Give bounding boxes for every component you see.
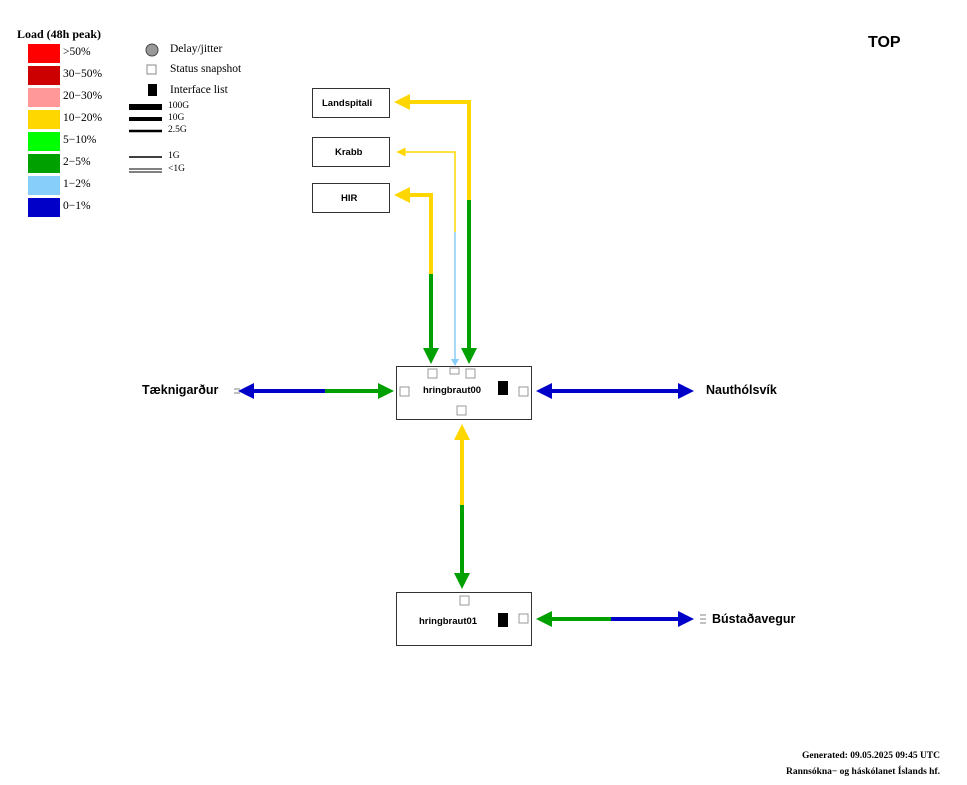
legend-label-1-2: 1−2% xyxy=(63,178,91,190)
node-hringbraut01-label: hringbraut01 xyxy=(419,616,478,627)
status-snapshot-icon xyxy=(427,368,438,379)
legend-label-2-5: 2−5% xyxy=(63,156,91,168)
interface-list-icon xyxy=(498,381,508,395)
footer-generated: Generated: 09.05.2025 09:45 UTC xyxy=(802,751,940,761)
legend-label-5-10: 5−10% xyxy=(63,134,97,146)
status-snapshot-icon xyxy=(146,64,157,75)
legend-interface-label: Interface list xyxy=(170,84,228,96)
status-snapshot-icon xyxy=(456,405,467,416)
legend-label-10-20: 10−20% xyxy=(63,112,103,124)
symbol-legend-graphics xyxy=(129,43,162,173)
link-bustadavegur[interactable] xyxy=(536,611,706,627)
footer-org: Rannsókna− og háskólanet Íslands hf. xyxy=(785,767,940,777)
site-taeknigardur[interactable]: Tæknigarður xyxy=(142,383,219,397)
node-landspitali[interactable]: Landspitali xyxy=(312,88,390,118)
node-hir[interactable]: HIR xyxy=(312,183,390,213)
legend-swatch-1-2 xyxy=(28,176,60,195)
site-bustadavegur[interactable]: Bústaðavegur xyxy=(712,612,796,626)
legend-swatch-0-1 xyxy=(28,198,60,217)
legend-10g-label: 10G xyxy=(168,113,185,123)
status-snapshot-icon xyxy=(449,367,460,375)
legend-1g-label: 1G xyxy=(168,151,180,161)
legend-label-20-30: 20−30% xyxy=(63,90,103,102)
link-taeknigardur[interactable] xyxy=(234,383,394,399)
status-snapshot-icon xyxy=(518,386,529,397)
legend-swatch-gt50 xyxy=(28,44,60,63)
legend-swatch-20-30 xyxy=(28,88,60,107)
legend-title: Load (48h peak) xyxy=(17,27,102,41)
legend-swatch-10-20 xyxy=(28,110,60,129)
status-snapshot-icon xyxy=(518,613,529,624)
legend-swatch-30-50 xyxy=(28,66,60,85)
legend-2-5g-label: 2.5G xyxy=(168,125,187,135)
legend-delay-label: Delay/jitter xyxy=(170,43,223,55)
legend-status-label: Status snapshot xyxy=(170,63,242,75)
status-snapshot-icon xyxy=(465,368,476,379)
node-krabb-label: Krabb xyxy=(335,147,363,158)
legend-100g-label: 100G xyxy=(168,101,190,111)
legend-swatch-5-10 xyxy=(28,132,60,151)
status-snapshot-icon xyxy=(459,595,470,606)
interface-list-icon xyxy=(148,84,157,96)
status-snapshot-icon xyxy=(399,386,410,397)
link-hir[interactable] xyxy=(394,187,439,364)
legend-label-0-1: 0−1% xyxy=(63,200,91,212)
link-krabb[interactable] xyxy=(396,147,459,366)
site-nautholsvik[interactable]: Nauthólsvík xyxy=(706,383,777,397)
legend-label-gt50: >50% xyxy=(63,46,91,58)
node-krabb[interactable]: Krabb xyxy=(312,137,390,167)
legend-lt1g-label: <1G xyxy=(168,164,185,174)
map-title: TOP xyxy=(868,34,901,51)
legend-label-30-50: 30−50% xyxy=(63,68,103,80)
node-landspitali-label: Landspitali xyxy=(322,98,373,109)
link-landspitali[interactable] xyxy=(394,94,477,364)
legend-swatch-2-5 xyxy=(28,154,60,173)
interface-list-icon xyxy=(498,613,508,627)
node-hir-label: HIR xyxy=(341,193,358,204)
delay-jitter-icon xyxy=(145,43,159,57)
node-hringbraut00-label: hringbraut00 xyxy=(423,385,482,396)
